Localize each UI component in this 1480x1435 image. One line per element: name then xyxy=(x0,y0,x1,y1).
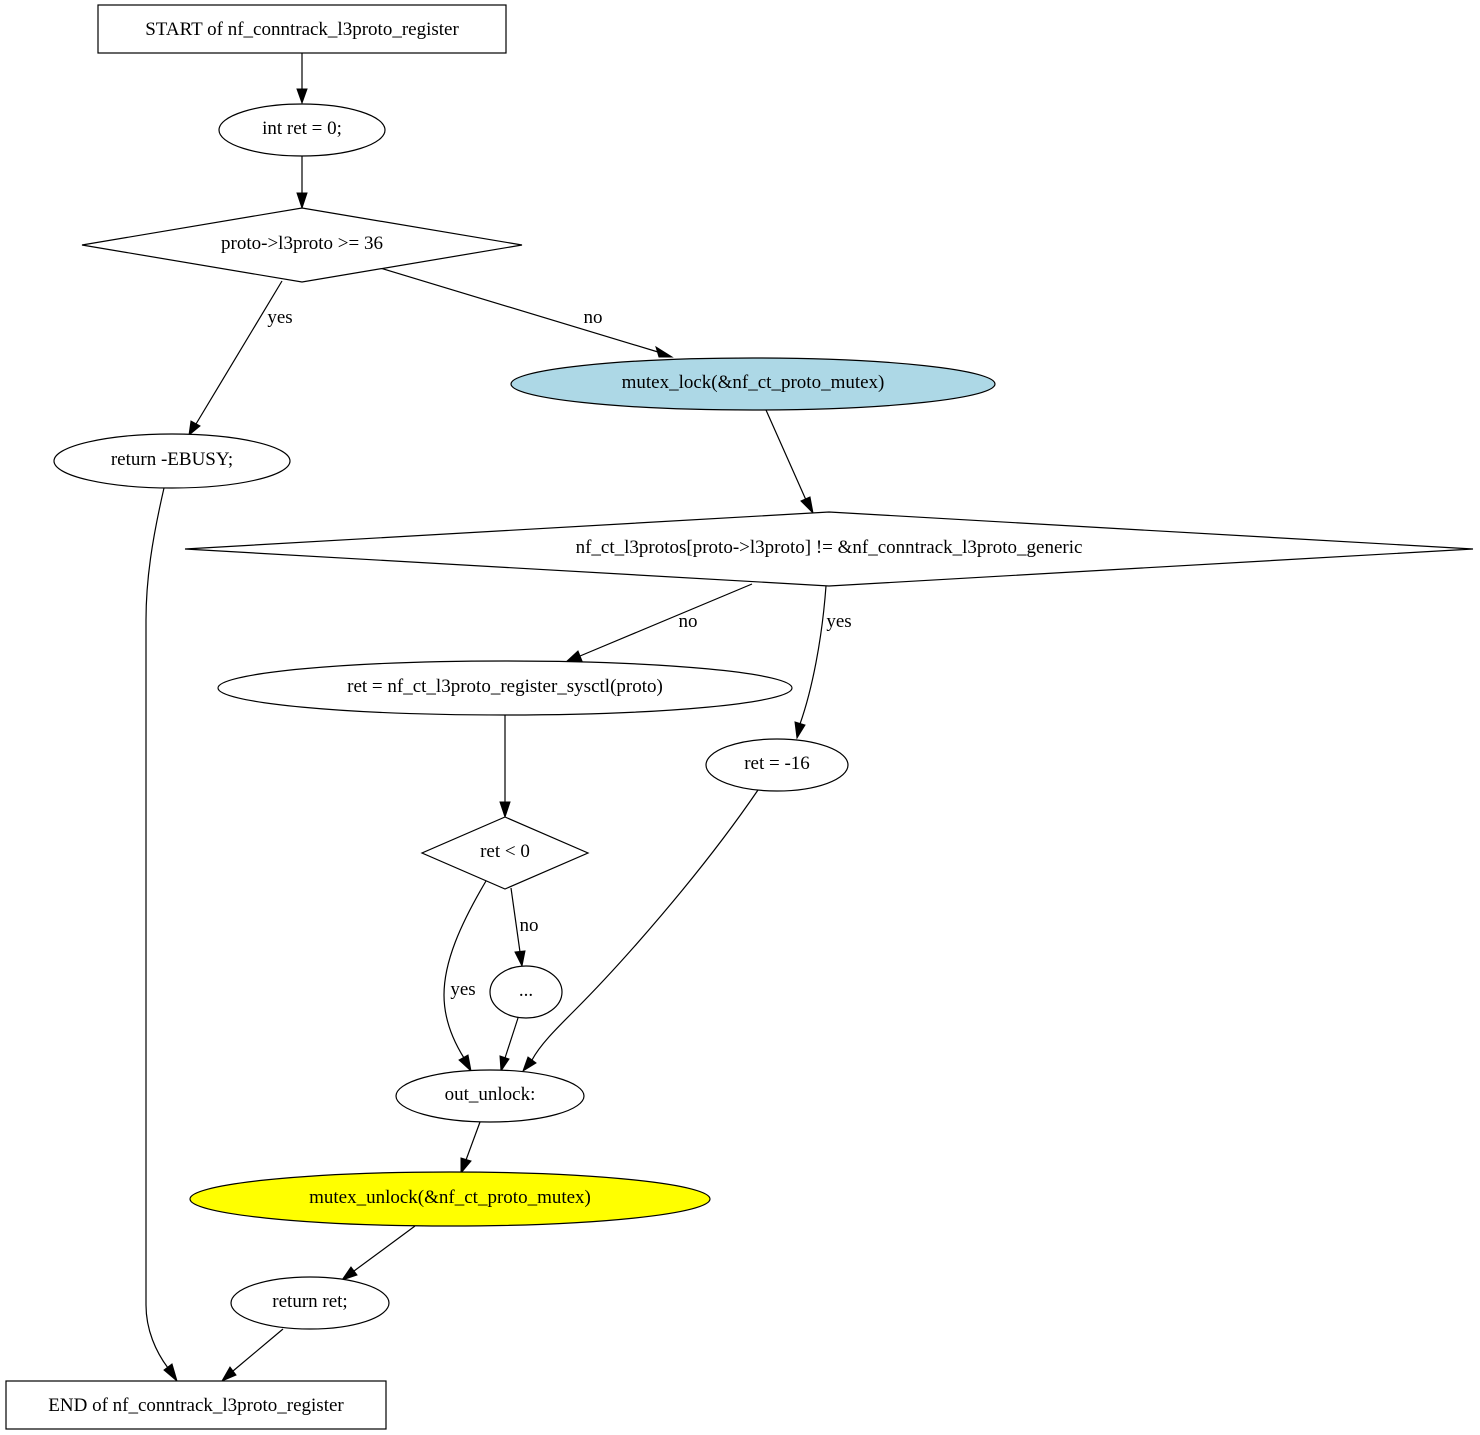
edge-check-ret-to-out-unlock xyxy=(443,880,487,1059)
edge-check-proto-to-mutex-lock xyxy=(379,267,659,353)
check-proto-node: proto->l3proto >= 36 xyxy=(81,207,523,283)
return-ret-ellipse xyxy=(230,1276,390,1330)
return-ebusy-node: return -EBUSY; xyxy=(53,433,291,489)
edge-ret-minus16-to-out-unlock xyxy=(531,789,759,1061)
nodes: START of nf_conntrack_l3proto_register i… xyxy=(5,4,1474,1430)
edge-out-unlock-to-mutex-unlock xyxy=(465,1121,481,1161)
out-unlock-node: out_unlock: xyxy=(395,1069,585,1123)
ret-minus16-label: ret = -16 xyxy=(744,753,810,774)
arrowhead xyxy=(296,192,308,210)
return-ebusy-ellipse xyxy=(53,433,291,489)
end-label: END of nf_conntrack_l3proto_register xyxy=(48,1395,344,1416)
edge-mutex-lock-to-check-generic xyxy=(765,409,807,501)
arrowhead xyxy=(499,801,511,819)
mutex-unlock-ellipse xyxy=(189,1171,711,1227)
edge-ellipsis-to-out-unlock xyxy=(504,1017,519,1059)
check-proto-label: proto->l3proto >= 36 xyxy=(221,233,383,254)
return-ret-label: return ret; xyxy=(272,1291,347,1312)
check-ret-label: ret < 0 xyxy=(480,841,530,862)
mutex-lock-ellipse xyxy=(510,357,996,411)
check-generic-diamond xyxy=(184,511,1474,587)
ellipsis-ellipse xyxy=(489,965,563,1019)
edge-check-generic-to-register-sysctl xyxy=(579,583,753,657)
arrowhead xyxy=(458,1054,472,1073)
arrowhead xyxy=(800,496,814,515)
check-ret-diamond xyxy=(420,816,590,890)
arrowhead xyxy=(522,1056,537,1073)
edge-check-ret-to-ellipsis xyxy=(510,887,521,953)
arrowhead xyxy=(220,1366,237,1383)
arrowhead xyxy=(499,1055,510,1073)
start-box xyxy=(97,4,507,54)
arrowhead xyxy=(188,420,201,437)
arrowhead xyxy=(794,721,806,740)
arrowhead xyxy=(460,1157,472,1175)
edge-label-proto-yes: yes xyxy=(267,307,292,328)
edge-return-ebusy-to-end xyxy=(145,487,169,1369)
ret-minus16-ellipse xyxy=(705,738,849,792)
edge-label-generic-no: no xyxy=(679,611,698,632)
return-ret-node: return ret; xyxy=(230,1276,390,1330)
mutex-lock-label: mutex_lock(&nf_ct_proto_mutex) xyxy=(622,372,885,393)
init-ret-node: int ret = 0; xyxy=(218,103,386,157)
edges xyxy=(145,53,827,1383)
arrowhead xyxy=(163,1363,178,1383)
check-proto-diamond xyxy=(81,207,523,283)
check-generic-label: nf_ct_l3protos[proto->l3proto] != &nf_co… xyxy=(576,537,1083,558)
end-node: END of nf_conntrack_l3proto_register xyxy=(5,1380,387,1430)
edge-label-ret-no: no xyxy=(520,915,539,936)
edge-return-ret-to-end xyxy=(232,1328,284,1372)
return-ebusy-label: return -EBUSY; xyxy=(111,449,233,470)
init-ret-label: int ret = 0; xyxy=(262,118,342,139)
arrowhead xyxy=(296,88,308,105)
arrowhead xyxy=(655,345,674,358)
check-generic-node: nf_ct_l3protos[proto->l3proto] != &nf_co… xyxy=(184,511,1474,587)
init-ret-ellipse xyxy=(218,103,386,157)
edge-label-proto-no: no xyxy=(584,307,603,328)
ret-minus16-node: ret = -16 xyxy=(705,738,849,792)
check-ret-node: ret < 0 xyxy=(420,816,590,890)
edge-mutex-unlock-to-return-ret xyxy=(353,1225,416,1272)
edge-label-ret-yes: yes xyxy=(450,979,475,1000)
end-box xyxy=(5,1380,387,1430)
edge-check-proto-to-return-ebusy xyxy=(195,280,283,425)
out-unlock-ellipse xyxy=(395,1069,585,1123)
register-sysctl-node: ret = nf_ct_l3proto_register_sysctl(prot… xyxy=(217,660,793,716)
edge-labels: yes no no yes no yes xyxy=(267,307,851,1000)
out-unlock-label: out_unlock: xyxy=(445,1084,536,1105)
edge-label-generic-yes: yes xyxy=(826,611,851,632)
start-node: START of nf_conntrack_l3proto_register xyxy=(97,4,507,54)
arrowhead xyxy=(564,650,583,663)
edge-check-generic-to-ret-minus16 xyxy=(799,585,827,725)
start-label: START of nf_conntrack_l3proto_register xyxy=(145,19,459,40)
mutex-unlock-node: mutex_unlock(&nf_ct_proto_mutex) xyxy=(189,1171,711,1227)
mutex-lock-node: mutex_lock(&nf_ct_proto_mutex) xyxy=(510,357,996,411)
ellipsis-label: ... xyxy=(519,980,533,1001)
register-sysctl-ellipse xyxy=(217,660,793,716)
arrowhead xyxy=(514,950,526,968)
arrowhead xyxy=(340,1266,358,1281)
ellipsis-node: ... xyxy=(489,965,563,1019)
register-sysctl-label: ret = nf_ct_l3proto_register_sysctl(prot… xyxy=(347,676,663,697)
mutex-unlock-label: mutex_unlock(&nf_ct_proto_mutex) xyxy=(309,1187,591,1208)
